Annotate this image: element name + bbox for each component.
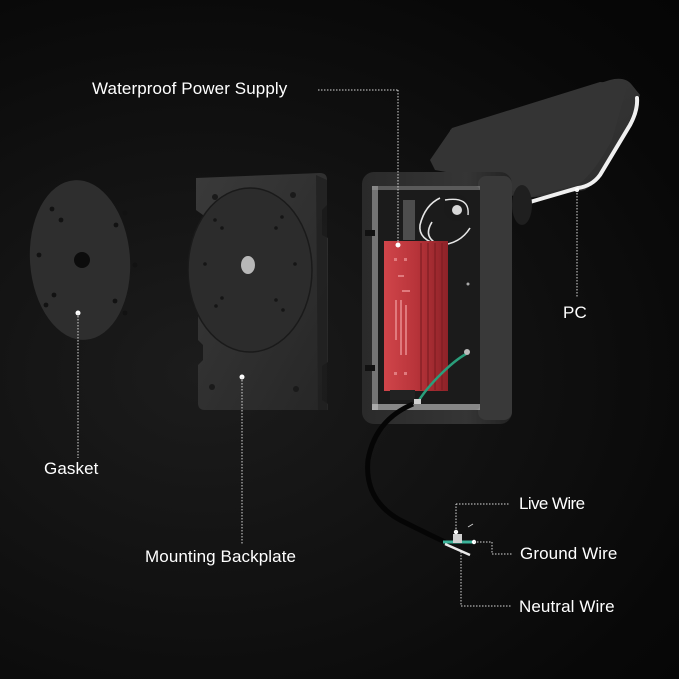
cables	[365, 349, 474, 557]
live-wire-leader-line	[453, 503, 509, 535]
label-live-wire: Live Wire	[519, 494, 585, 513]
label-mounting-backplate: Mounting Backplate	[145, 547, 297, 566]
label-pc: PC	[563, 303, 587, 322]
power-supply-leader-line	[318, 89, 401, 248]
lamp-head-part	[430, 78, 640, 225]
label-neutral-wire: Neutral Wire	[519, 597, 615, 616]
ground-wire-leader-line	[471, 539, 512, 555]
gasket-part	[29, 180, 138, 340]
label-ground-wire: Ground Wire	[520, 544, 618, 563]
label-gasket: Gasket	[44, 459, 99, 478]
gasket-leader-line	[75, 310, 81, 458]
label-waterproof-power-supply: Waterproof Power Supply	[92, 79, 288, 98]
pc-leader-line	[575, 188, 579, 298]
power-supply-part	[384, 241, 448, 400]
backplate-leader-line	[239, 374, 245, 545]
mounting-backplate-part	[187, 173, 328, 410]
neutral-wire-leader-line	[460, 552, 512, 607]
